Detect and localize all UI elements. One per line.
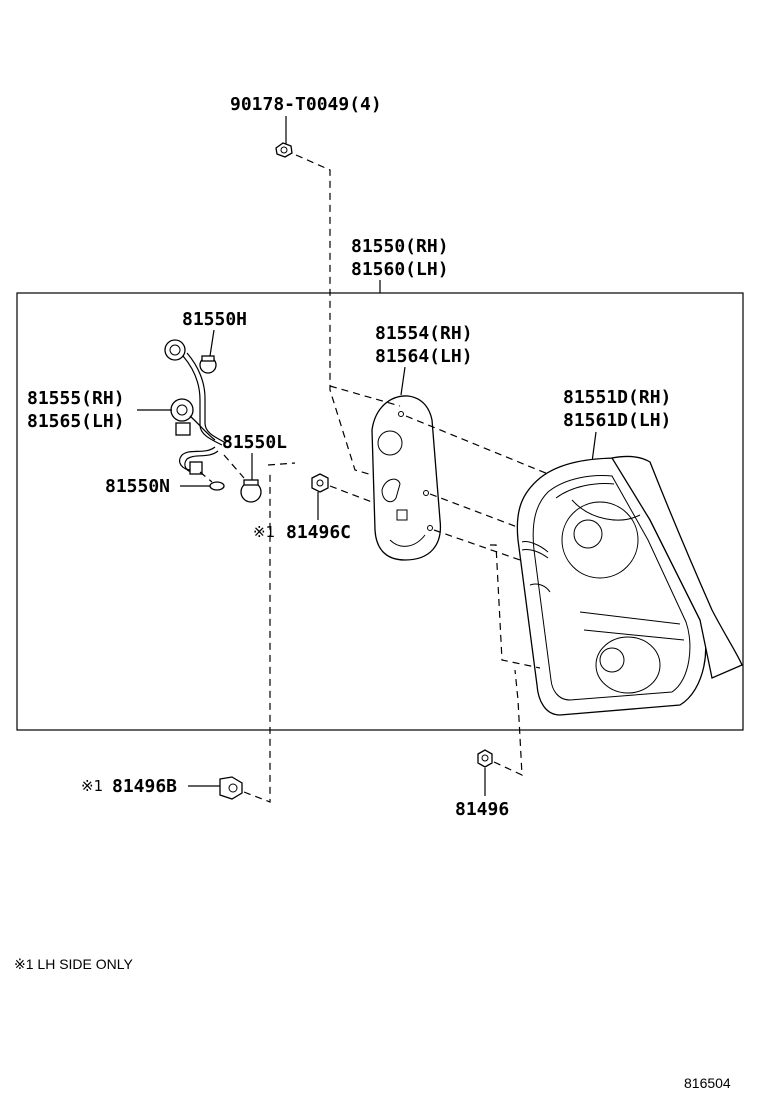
label-clip-c: 81496C — [286, 522, 351, 543]
figure-code: 816504 — [684, 1075, 731, 1091]
label-bolt: 90178-T0049(4) — [230, 94, 382, 115]
label-socket-rh: 81555(RH) — [27, 388, 125, 409]
label-assembly-lh: 81560(LH) — [351, 259, 449, 280]
label-assembly-rh: 81550(RH) — [351, 236, 449, 257]
label-gasket-lh: 81564(LH) — [375, 346, 473, 367]
label-clip-b: 81496B — [112, 776, 177, 797]
bolt-part — [275, 142, 293, 158]
wire-harness — [164, 339, 227, 475]
gasket-part — [371, 395, 442, 561]
label-gasket-rh: 81554(RH) — [375, 323, 473, 344]
label-lens-lh: 81561D(LH) — [563, 410, 671, 431]
clip-c-part — [311, 473, 329, 493]
clip-part — [477, 749, 493, 768]
label-clip: 81496 — [455, 799, 509, 820]
clip-b-part — [219, 776, 243, 800]
lh-mark-b: ※1 — [81, 777, 103, 795]
label-lens-rh: 81551D(RH) — [563, 387, 671, 408]
label-bulb-n: 81550N — [105, 476, 170, 497]
bulb-l-part — [240, 479, 262, 503]
label-bulb-l: 81550L — [222, 432, 287, 453]
lh-mark-c: ※1 — [253, 523, 275, 541]
label-socket-lh: 81565(LH) — [27, 411, 125, 432]
bulb-h-part — [199, 355, 217, 374]
lens-part — [516, 455, 743, 716]
bulb-n-part — [209, 481, 225, 491]
label-bulb-h: 81550H — [182, 309, 247, 330]
footnote: ※1 LH SIDE ONLY — [14, 956, 134, 972]
